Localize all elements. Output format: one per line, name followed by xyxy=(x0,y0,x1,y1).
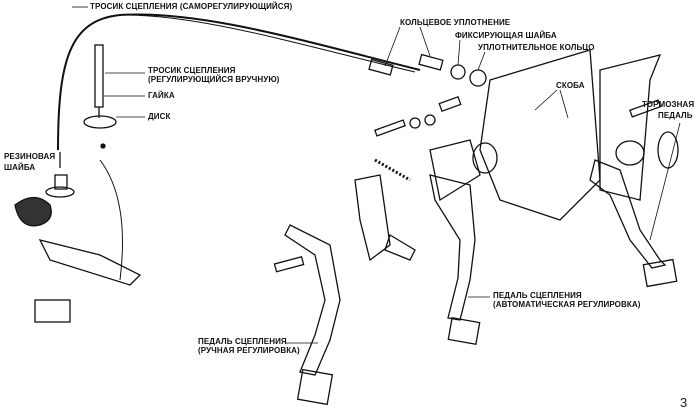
manual-cable xyxy=(94,44,104,108)
label-cable-self-adjusting: ТРОСИК СЦЕПЛЕНИЯ (САМОРЕГУЛИРУЮЩИЙСЯ) xyxy=(90,2,293,11)
brake-pedal xyxy=(589,159,667,269)
label-clutch-manual: ПЕДАЛЬ СЦЕПЛЕНИЯ xyxy=(198,337,287,346)
label-clutch-auto: ПЕДАЛЬ СЦЕПЛЕНИЯ xyxy=(493,291,582,300)
label-lock-washer: ФИКСИРУЮЩАЯ ШАЙБА xyxy=(455,31,557,40)
label-clutch-auto-sub: (АВТОМАТИЧЕСКАЯ РЕГУЛИРОВКА) xyxy=(493,300,641,309)
label-nut: ГАЙКА xyxy=(148,91,175,100)
label-cable-manual: ТРОСИК СЦЕПЛЕНИЯ xyxy=(148,66,236,75)
lock-washer xyxy=(450,64,466,80)
pedal-bracket xyxy=(479,49,601,221)
label-clutch-manual-sub: (РУЧНАЯ РЕГУЛИРОВКА) xyxy=(198,346,300,355)
self-adjusting-cable xyxy=(57,13,421,151)
label-seal-ring: УПЛОТНИТЕЛЬНОЕ КОЛЬЦО xyxy=(478,43,595,52)
seal-ring xyxy=(469,69,487,87)
disc xyxy=(83,115,117,129)
auto-clutch-pedal xyxy=(429,174,476,321)
figure-number: 3 xyxy=(680,395,688,410)
label-rubber-washer: РЕЗИНОВАЯ xyxy=(4,152,56,161)
label-disc: ДИСК xyxy=(148,112,171,121)
label-cable-manual-sub: (РЕГУЛИРУЮЩИЙСЯ ВРУЧНУЮ) xyxy=(148,75,280,84)
label-brake-pedal: ТОРМОЗНАЯ xyxy=(642,100,695,109)
label-brake-pedal-sub: ПЕДАЛЬ xyxy=(658,111,693,120)
manual-clutch-pedal xyxy=(284,224,341,376)
label-bracket: СКОБА xyxy=(556,81,585,90)
label-o-ring: КОЛЬЦЕВОЕ УПЛОТНЕНИЕ xyxy=(400,18,511,27)
label-rubber-washer-sub: ШАЙБА xyxy=(4,163,36,172)
